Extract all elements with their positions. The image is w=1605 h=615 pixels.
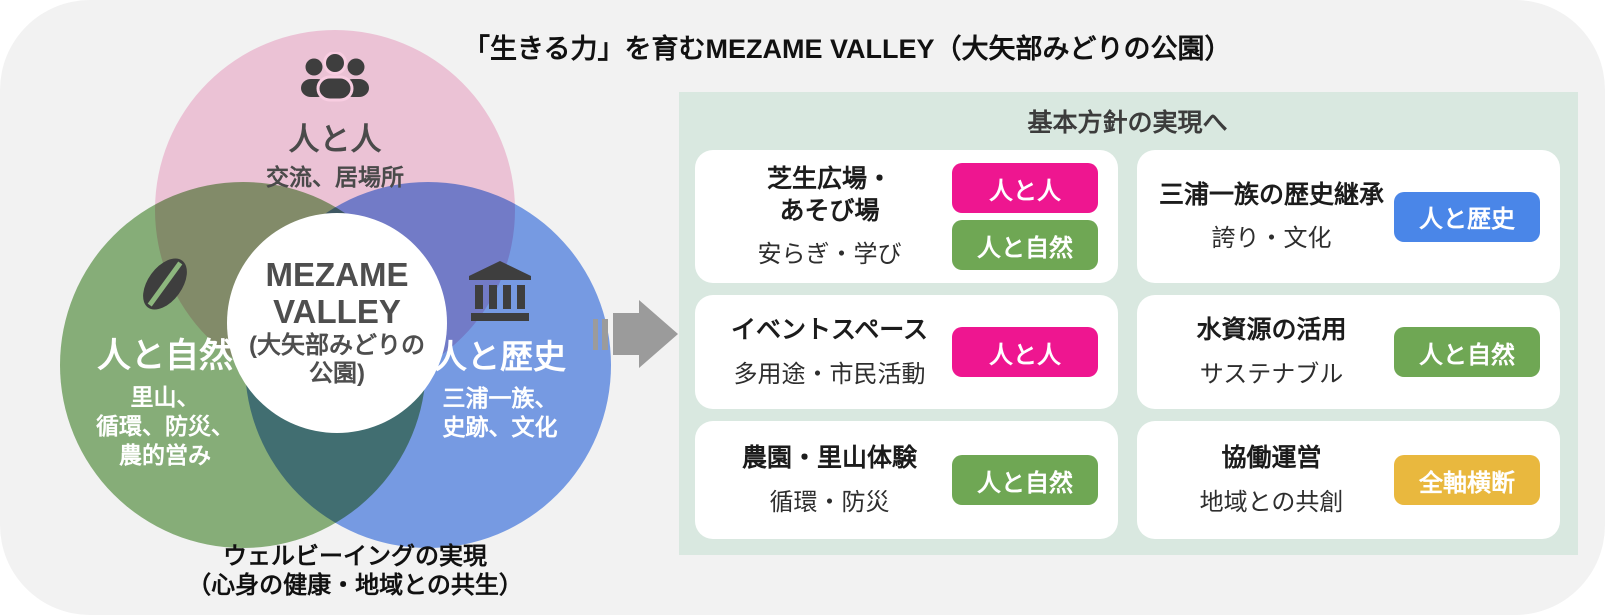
tag-history: 人と歴史 bbox=[1394, 191, 1540, 242]
venn-nature-content: 人と自然 里山、 循環、防災、 農的営み bbox=[55, 248, 275, 469]
venn-diagram: MEZAME VALLEY (大矢部みどりの 公園) 人 bbox=[0, 0, 680, 615]
desc-line: 農的営み bbox=[119, 441, 211, 468]
card-text: 芝生広場・ あそび場 安らぎ・学び bbox=[707, 164, 952, 269]
card-tags: 人と自然 bbox=[952, 455, 1098, 505]
card-tags: 人と人 bbox=[952, 327, 1098, 377]
right-arrow-icon bbox=[593, 298, 679, 370]
card-title-line: 水資源の活用 bbox=[1196, 316, 1347, 345]
wellbeing-caption: ウェルビーイングの実現 （心身の健康・地域との共生） bbox=[95, 543, 615, 601]
policy-card-miura-history: 三浦一族の歴史継承 誇り・文化 人と歴史 bbox=[1137, 150, 1560, 283]
card-title-line: イベントスペース bbox=[730, 316, 928, 345]
bank-icon bbox=[395, 260, 605, 322]
desc-line: 三浦一族、 bbox=[442, 385, 558, 411]
circle-label-history: 人と歴史 bbox=[434, 338, 566, 375]
card-title-line: 三浦一族の歴史継承 bbox=[1158, 180, 1384, 209]
tag-nature: 人と自然 bbox=[1394, 327, 1540, 377]
card-tags: 人と自然 bbox=[1394, 327, 1540, 377]
circle-label-nature: 人と自然 bbox=[97, 337, 233, 375]
card-subtitle: 循環・防災 bbox=[769, 488, 890, 516]
policy-panel: 基本方針の実現へ 芝生広場・ あそび場 安らぎ・学び 人と人 人と自然 bbox=[679, 92, 1578, 555]
card-subtitle: 多用途・市民活動 bbox=[733, 360, 926, 388]
policy-card-lawn-plaza: 芝生広場・ あそび場 安らぎ・学び 人と人 人と自然 bbox=[695, 150, 1118, 283]
card-title-line: 農園・里山体験 bbox=[741, 444, 917, 473]
policy-card-farm-satoyama: 農園・里山体験 循環・防災 人と自然 bbox=[695, 421, 1118, 539]
tag-nature: 人と自然 bbox=[952, 455, 1098, 505]
desc-line: 循環、防災、 bbox=[96, 412, 234, 439]
leaf-icon bbox=[55, 248, 275, 320]
panel-header: 基本方針の実現へ bbox=[1027, 109, 1228, 137]
card-title: 芝生広場・ あそび場 bbox=[707, 164, 952, 227]
circle-desc-history: 三浦一族、 史跡、文化 bbox=[395, 384, 605, 442]
card-subtitle: サステナブル bbox=[1199, 360, 1344, 388]
policy-card-water-resources: 水資源の活用 サステナブル 人と自然 bbox=[1137, 295, 1560, 409]
center-title-line: VALLEY bbox=[273, 292, 401, 330]
policy-card-grid: 芝生広場・ あそび場 安らぎ・学び 人と人 人と自然 三浦一族の歴史継承 誇り・… bbox=[695, 150, 1560, 539]
tag-all-axes: 全軸横断 bbox=[1394, 455, 1540, 505]
card-title-line: あそび場 bbox=[779, 196, 880, 225]
card-title: 水資源の活用 bbox=[1149, 315, 1394, 346]
center-subtitle-line: 公園) bbox=[309, 360, 365, 388]
card-subtitle: 安らぎ・学び bbox=[757, 240, 902, 268]
card-text: 水資源の活用 サステナブル bbox=[1149, 315, 1394, 388]
policy-card-collaborative-management: 協働運営 地域との共創 全軸横断 bbox=[1137, 421, 1560, 539]
card-title: イベントスペース bbox=[707, 315, 952, 346]
center-title-line: MEZAME bbox=[265, 256, 409, 294]
venn-center-circle: MEZAME VALLEY (大矢部みどりの 公園) bbox=[227, 213, 447, 433]
tag-nature: 人と自然 bbox=[952, 220, 1098, 270]
caption-line: （心身の健康・地域との共生） bbox=[187, 571, 523, 599]
card-tags: 人と歴史 bbox=[1394, 191, 1540, 242]
card-tags: 全軸横断 bbox=[1394, 455, 1540, 505]
desc-line: 史跡、文化 bbox=[442, 413, 558, 440]
card-title: 協働運営 bbox=[1149, 443, 1394, 474]
card-text: 協働運営 地域との共創 bbox=[1149, 443, 1394, 516]
card-text: 三浦一族の歴史継承 誇り・文化 bbox=[1149, 180, 1394, 253]
tag-people: 人と人 bbox=[952, 327, 1098, 377]
card-tags: 人と人 人と自然 bbox=[952, 163, 1098, 270]
card-title-line: 協働運営 bbox=[1221, 444, 1322, 473]
circle-desc-nature: 里山、 循環、防災、 農的営み bbox=[55, 383, 275, 469]
card-title-line: 芝生広場・ bbox=[766, 165, 892, 194]
card-title: 農園・里山体験 bbox=[707, 443, 952, 474]
desc-line: 里山、 bbox=[130, 384, 200, 410]
policy-card-event-space: イベントスペース 多用途・市民活動 人と人 bbox=[695, 295, 1118, 409]
venn-history-content: 人と歴史 三浦一族、 史跡、文化 bbox=[395, 260, 605, 442]
people-icon bbox=[215, 51, 455, 106]
caption-line: ウェルビーイングの実現 bbox=[223, 543, 487, 570]
card-subtitle: 地域との共創 bbox=[1199, 488, 1344, 516]
card-text: イベントスペース 多用途・市民活動 bbox=[707, 315, 952, 388]
card-subtitle: 誇り・文化 bbox=[1211, 225, 1332, 253]
card-title: 三浦一族の歴史継承 bbox=[1149, 180, 1394, 211]
circle-label-people: 人と人 bbox=[288, 122, 382, 157]
circle-desc-people: 交流、居場所 bbox=[266, 164, 404, 190]
card-text: 農園・里山体験 循環・防災 bbox=[707, 443, 952, 516]
center-subtitle-line: (大矢部みどりの bbox=[249, 331, 425, 359]
venn-people-content: 人と人 交流、居場所 bbox=[215, 51, 455, 192]
tag-people: 人と人 bbox=[952, 163, 1098, 213]
page-title: 「生きる力」を育むMEZAME VALLEY（大矢部みどりの公園） bbox=[463, 34, 1232, 64]
